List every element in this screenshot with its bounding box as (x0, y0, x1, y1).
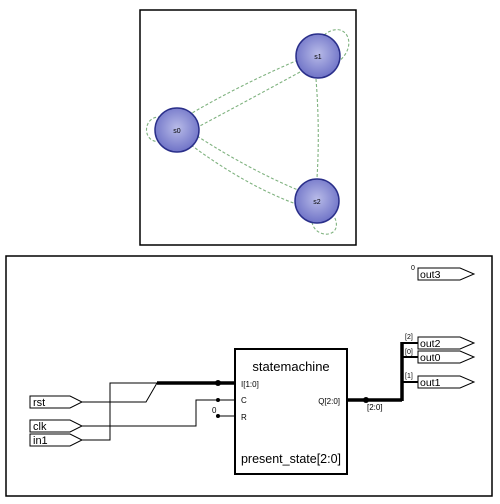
output-label-out2: out2 (420, 338, 441, 350)
schematic-panel: rst clk in1 0 statemachine I[1:0] C R (5, 255, 493, 497)
output-label-out0: out0 (420, 352, 441, 364)
output-port-out3: out3 0 (411, 265, 476, 281)
output-bit-out1: [1] (405, 373, 413, 380)
reset-junction (216, 414, 220, 418)
port-clk-label: C (241, 396, 247, 405)
output-label-out3: out3 (420, 269, 441, 281)
reset-const-label: 0 (212, 406, 217, 415)
output-bit-out3: 0 (411, 265, 415, 272)
input-label-rst: rst (33, 397, 45, 409)
state-label-s0: s0 (173, 128, 181, 135)
input-label-clk: clk (33, 421, 47, 433)
bus-junction (215, 380, 221, 386)
state-label-s1: s1 (314, 54, 322, 61)
state-label-s2: s2 (313, 199, 321, 206)
output-port-out0: out0 [0] (405, 349, 476, 364)
state-diagram-panel: s1 s0 s2 (139, 9, 357, 246)
output-bit-out2: [2] (405, 334, 413, 341)
input-port-rst: rst (29, 395, 84, 409)
clk-junction (216, 398, 220, 402)
statemachine-block: statemachine I[1:0] C R Q[2:0] present_s… (234, 348, 348, 475)
output-junction (363, 397, 369, 403)
self-loop-s2 (311, 215, 337, 235)
transition-s0-s2-upper (196, 135, 299, 191)
state-node-s2: s2 (294, 178, 340, 224)
output-bus (347, 342, 418, 402)
self-loop-s1 (323, 29, 350, 63)
output-label-out1: out1 (420, 377, 441, 389)
transition-s1-s0-upper (191, 59, 299, 114)
port-out-label: Q[2:0] (318, 397, 340, 406)
output-bit-out0: [0] (405, 349, 413, 356)
wire-clk (82, 399, 235, 427)
transition-s1-s2 (315, 78, 319, 179)
transition-s0-s1-lower (195, 71, 301, 129)
bus-label: [2:0] (367, 403, 383, 412)
state-node-s1: s1 (295, 33, 341, 79)
input-wires (82, 382, 235, 441)
output-port-out1: out1 [1] (405, 373, 476, 389)
input-port-in1: in1 (29, 433, 84, 447)
block-instance: present_state[2:0] (241, 452, 341, 466)
state-node-s0: s0 (154, 107, 200, 153)
port-in-label: I[1:0] (241, 380, 259, 389)
output-port-out2: out2 [2] (405, 334, 476, 350)
port-reset-label: R (241, 413, 247, 422)
block-name: statemachine (252, 359, 329, 374)
input-label-in1: in1 (33, 435, 48, 447)
input-port-clk: clk (29, 419, 84, 433)
wire-rst (82, 382, 158, 403)
wire-in1 (82, 382, 157, 441)
